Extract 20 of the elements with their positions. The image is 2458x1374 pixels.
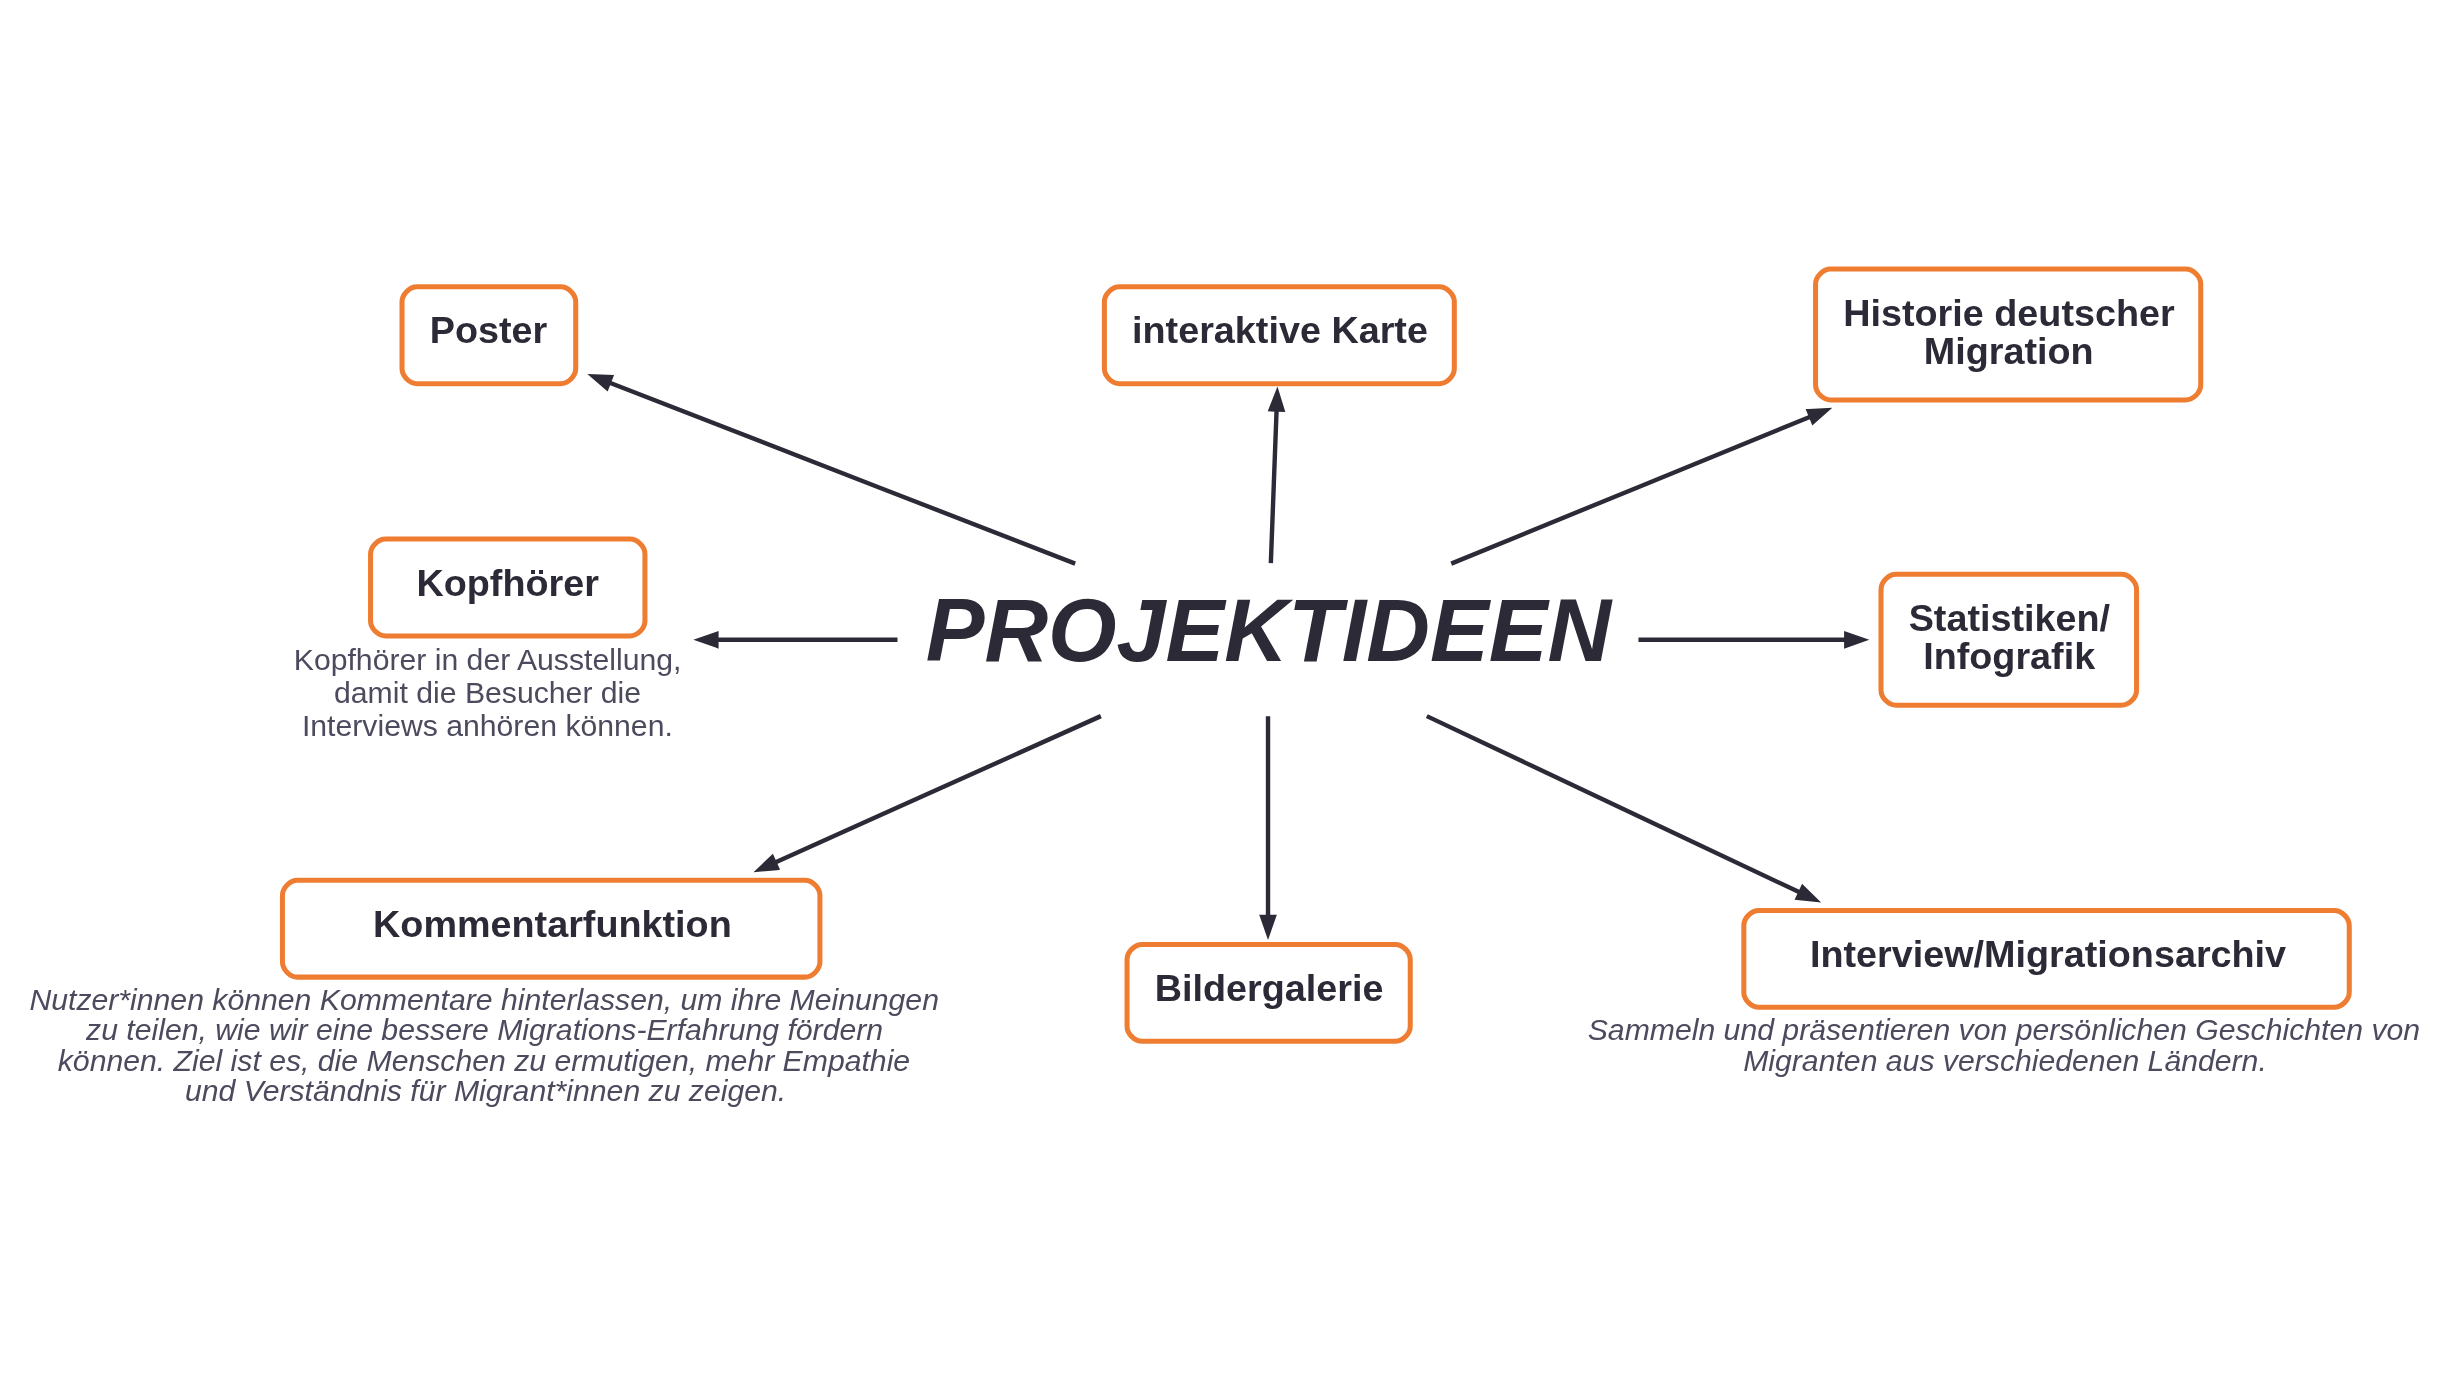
node-box: Statistiken/ Infografik bbox=[1878, 571, 2140, 708]
node-label: Nutzer*innen können Kommentare hinterlassen, um ihre Meinungen zu teilen, wie wir eine bessere Migrations-Erfahrung fördern können. Ziel ist es, die Menschen zu ermutigen, mehr Empathie und Verständnis für Migrant*innen zu zeigen. bbox=[29, 983, 939, 1107]
node-box: Bildergalerie bbox=[1124, 941, 1413, 1044]
arrow bbox=[1267, 386, 1286, 564]
arrow bbox=[1259, 716, 1277, 940]
arrow bbox=[587, 374, 1076, 566]
node-label: Kopfhörer in der Ausstellung, damit die Besucher die Interviews anhören können. bbox=[293, 643, 682, 742]
node-text: PROJEKTIDEEN bbox=[925, 580, 1612, 680]
node-box: Kopfhörer bbox=[368, 536, 648, 639]
node-box: interaktive Karte bbox=[1101, 284, 1457, 387]
arrow bbox=[1450, 407, 1833, 566]
arrow bbox=[693, 630, 898, 649]
arrow bbox=[1425, 714, 1822, 903]
arrow bbox=[1638, 630, 1870, 649]
node-box: Historie deutscher Migration bbox=[1813, 266, 2204, 403]
node-label: Sammeln und präsentieren von persönlichen Geschichten von Migranten aus verschiedenen Ländern. bbox=[1587, 1013, 2421, 1077]
node-box: Poster bbox=[399, 284, 579, 387]
node-box: Kommentarfunktion bbox=[279, 877, 823, 980]
node-box: Interview/Migrationsarchiv bbox=[1741, 907, 2352, 1010]
arrow bbox=[753, 714, 1102, 873]
